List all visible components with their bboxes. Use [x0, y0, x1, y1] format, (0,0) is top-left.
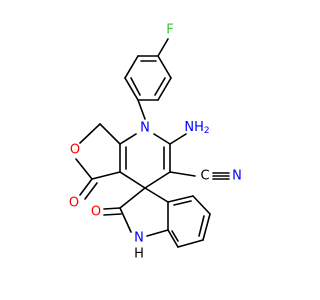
- bond: [99, 123, 121, 145]
- bond: [157, 38, 169, 57]
- bond: [91, 171, 121, 180]
- ring-nitrogen-label: N: [140, 121, 150, 136]
- structure-svg: F N NH2 O O O N H C N: [69, 23, 242, 262]
- atom-labels: F N NH2 O O O N H C N: [69, 23, 242, 262]
- bond: [75, 158, 93, 180]
- bond: [103, 207, 121, 210]
- bond: [144, 187, 169, 203]
- bond: [119, 187, 146, 209]
- bond: [157, 77, 172, 101]
- bond: [130, 77, 141, 96]
- amino-nh-text: NH: [184, 120, 204, 135]
- bond: [177, 239, 204, 248]
- bond: [119, 171, 146, 189]
- bond: [192, 195, 211, 215]
- bond: [146, 229, 169, 237]
- nitrile-carbon-label: C: [200, 169, 209, 184]
- oxindole-hydrogen-label: H: [134, 247, 144, 262]
- bond: [171, 230, 179, 242]
- bond: [154, 77, 166, 96]
- bond: [169, 171, 196, 177]
- bond: [119, 207, 132, 233]
- bond: [79, 123, 101, 144]
- amino-group-label: NH2: [184, 120, 209, 137]
- molecule-diagram: F N NH2 O O O N H C N: [69, 23, 242, 262]
- bond: [169, 133, 187, 145]
- bond: [79, 178, 93, 196]
- bond: [144, 171, 171, 189]
- bond: [103, 213, 122, 216]
- bond: [173, 200, 192, 206]
- oxindole-carbonyl-oxygen-label: O: [91, 205, 101, 220]
- bond: [124, 55, 139, 79]
- bond: [153, 133, 171, 145]
- bond: [124, 77, 139, 101]
- furan-oxygen-label: O: [70, 143, 80, 158]
- bond: [167, 229, 179, 248]
- oxindole-nitrogen-label: N: [134, 231, 144, 246]
- fluorine-label: F: [166, 23, 173, 38]
- lactone-carbonyl-oxygen-label: O: [69, 196, 79, 211]
- nitrile-nitrogen-label: N: [232, 169, 242, 184]
- bond: [157, 55, 172, 79]
- bond: [198, 215, 205, 237]
- bond: [119, 133, 137, 145]
- bond: [202, 213, 211, 241]
- bond: [84, 182, 98, 200]
- amino-subscript: 2: [204, 126, 210, 136]
- bond: [137, 99, 146, 120]
- bonds: [75, 38, 230, 248]
- bond: [167, 195, 194, 203]
